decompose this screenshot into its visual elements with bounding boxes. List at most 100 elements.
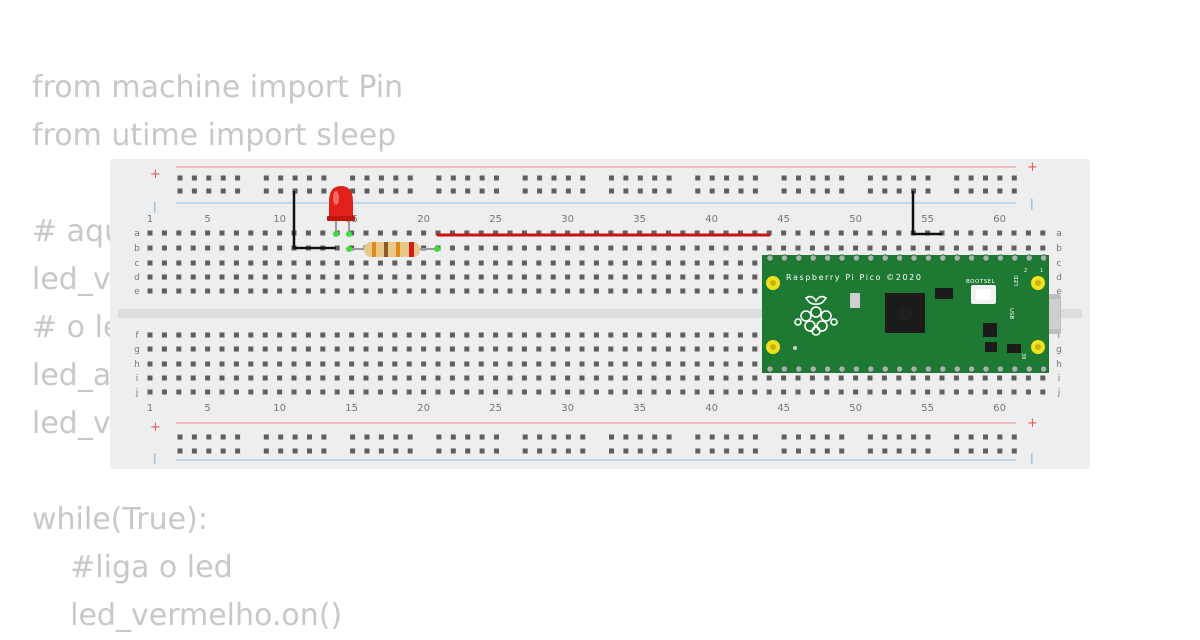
breadboard-hole[interactable] (521, 274, 527, 280)
power-rail-hole[interactable] (235, 434, 241, 440)
breadboard-hole[interactable] (334, 389, 340, 395)
breadboard-hole[interactable] (176, 361, 182, 367)
breadboard-hole[interactable] (593, 274, 599, 280)
power-rail-hole[interactable] (796, 434, 801, 440)
breadboard-hole[interactable] (694, 346, 700, 352)
power-rail-hole[interactable] (925, 434, 931, 440)
breadboard-hole[interactable] (277, 230, 283, 236)
breadboard-hole[interactable] (176, 288, 182, 294)
power-rail-hole[interactable] (191, 175, 197, 181)
breadboard-hole[interactable] (305, 274, 311, 280)
breadboard-hole[interactable] (694, 375, 700, 381)
breadboard-hole[interactable] (766, 245, 772, 251)
power-rail-hole[interactable] (220, 188, 226, 194)
power-rail-hole[interactable] (709, 434, 715, 440)
breadboard-hole[interactable] (176, 332, 182, 338)
breadboard-hole[interactable] (521, 332, 527, 338)
breadboard-hole[interactable] (147, 375, 153, 381)
breadboard-hole[interactable] (478, 375, 484, 381)
breadboard-hole[interactable] (248, 375, 254, 381)
breadboard-hole[interactable] (147, 361, 153, 367)
power-rail-hole[interactable] (652, 175, 658, 181)
power-rail-hole[interactable] (810, 175, 816, 181)
breadboard-hole[interactable] (536, 375, 542, 381)
breadboard-hole[interactable] (262, 389, 268, 395)
breadboard-hole[interactable] (305, 375, 311, 381)
power-rail-hole[interactable] (709, 175, 715, 181)
breadboard-hole[interactable] (493, 389, 499, 395)
power-rail-hole[interactable] (695, 188, 701, 194)
breadboard-hole[interactable] (277, 389, 283, 395)
breadboard-hole[interactable] (565, 361, 571, 367)
power-rail-hole[interactable] (724, 448, 730, 454)
power-rail-hole[interactable] (565, 434, 571, 440)
power-rail-hole[interactable] (292, 448, 298, 454)
breadboard-hole[interactable] (752, 332, 758, 338)
pico-pin[interactable] (910, 365, 918, 373)
breadboard-hole[interactable] (464, 230, 470, 236)
breadboard-hole[interactable] (190, 346, 196, 352)
pico-pin[interactable] (838, 365, 846, 373)
breadboard-hole[interactable] (449, 260, 455, 266)
breadboard-hole[interactable] (939, 245, 945, 251)
breadboard-hole[interactable] (449, 245, 455, 251)
breadboard-hole[interactable] (593, 361, 599, 367)
power-rail-hole[interactable] (609, 434, 614, 440)
breadboard-hole[interactable] (478, 260, 484, 266)
power-rail-hole[interactable] (738, 175, 744, 181)
breadboard-hole[interactable] (190, 288, 196, 294)
breadboard-hole[interactable] (593, 230, 599, 236)
breadboard-hole[interactable] (536, 332, 542, 338)
breadboard-hole[interactable] (363, 361, 369, 367)
breadboard-hole[interactable] (507, 245, 513, 251)
breadboard-hole[interactable] (190, 245, 196, 251)
power-rail-hole[interactable] (278, 448, 284, 454)
power-rail-hole[interactable] (752, 175, 758, 181)
pico-pin[interactable] (996, 365, 1005, 373)
breadboard-hole[interactable] (795, 375, 801, 381)
breadboard-hole[interactable] (305, 260, 311, 266)
breadboard-hole[interactable] (608, 346, 614, 352)
power-rail-hole[interactable] (724, 434, 730, 440)
breadboard-hole[interactable] (233, 375, 239, 381)
power-rail-hole[interactable] (407, 188, 413, 194)
breadboard-hole[interactable] (867, 375, 873, 381)
breadboard-hole[interactable] (694, 274, 700, 280)
power-rail-hole[interactable] (378, 175, 384, 181)
pico-pin[interactable] (1025, 254, 1033, 262)
breadboard-hole[interactable] (478, 389, 484, 395)
breadboard-hole[interactable] (579, 230, 585, 236)
power-rail-hole[interactable] (321, 434, 327, 440)
breadboard-hole[interactable] (853, 230, 859, 236)
breadboard-hole[interactable] (781, 230, 787, 236)
breadboard-hole[interactable] (464, 332, 470, 338)
breadboard-hole[interactable] (752, 245, 758, 251)
breadboard-hole[interactable] (608, 288, 614, 294)
breadboard-hole[interactable] (219, 389, 225, 395)
power-rail-hole[interactable] (364, 434, 370, 440)
power-rail-hole[interactable] (983, 448, 988, 454)
breadboard-hole[interactable] (320, 332, 326, 338)
breadboard-hole[interactable] (233, 260, 239, 266)
breadboard-hole[interactable] (536, 389, 542, 395)
breadboard-hole[interactable] (896, 245, 902, 251)
breadboard-hole[interactable] (550, 346, 556, 352)
breadboard-hole[interactable] (579, 245, 585, 251)
breadboard-hole[interactable] (737, 230, 743, 236)
breadboard-hole[interactable] (824, 389, 830, 395)
breadboard-hole[interactable] (478, 288, 484, 294)
breadboard-hole[interactable] (161, 260, 167, 266)
power-rail-hole[interactable] (1011, 175, 1017, 181)
breadboard-hole[interactable] (680, 260, 686, 266)
power-rail-hole[interactable] (652, 188, 658, 194)
power-rail-hole[interactable] (911, 448, 917, 454)
breadboard-hole[interactable] (622, 389, 628, 395)
pico-pin[interactable] (867, 365, 875, 373)
power-rail-hole[interactable] (263, 448, 269, 454)
breadboard-hole[interactable] (248, 260, 254, 266)
breadboard-hole[interactable] (565, 346, 571, 352)
breadboard-hole[interactable] (579, 389, 585, 395)
breadboard-hole[interactable] (464, 346, 470, 352)
breadboard-hole[interactable] (939, 375, 945, 381)
power-rail-hole[interactable] (551, 434, 557, 440)
